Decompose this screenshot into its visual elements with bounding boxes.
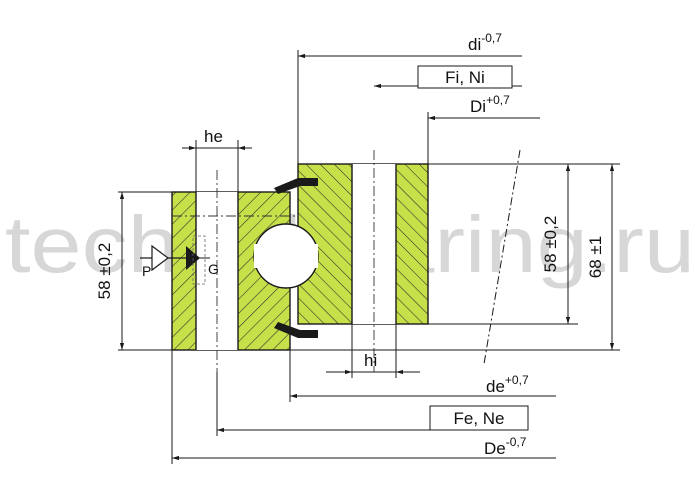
label-fi-ni: Fi, Ni (445, 68, 485, 87)
left-height-dimension (118, 191, 172, 351)
fe-ne-box (429, 405, 529, 431)
label-height-left: 58 ±0,2 (95, 243, 114, 300)
lubrication-port (140, 235, 210, 285)
seals (274, 178, 318, 338)
bottom-dimension-lines (171, 324, 556, 464)
label-hi: hi (364, 351, 377, 370)
right-height-dimensions (290, 149, 620, 365)
label-di: di-0,7 (468, 31, 502, 54)
centerlines (172, 150, 375, 372)
label-he: he (204, 127, 223, 146)
ball-raceway (253, 223, 319, 289)
label-Di: Di+0,7 (470, 93, 510, 116)
fi-ni-box (417, 65, 513, 89)
label-g: G (208, 261, 219, 277)
label-de: de+0,7 (486, 373, 529, 396)
label-p: P (142, 263, 151, 279)
label-fe-ne: Fe, Ne (453, 409, 504, 428)
label-height-right: 58 ±0,2 (541, 216, 560, 273)
label-height-total: 68 ±1 (586, 236, 605, 278)
label-De: De-0,7 (484, 435, 527, 458)
